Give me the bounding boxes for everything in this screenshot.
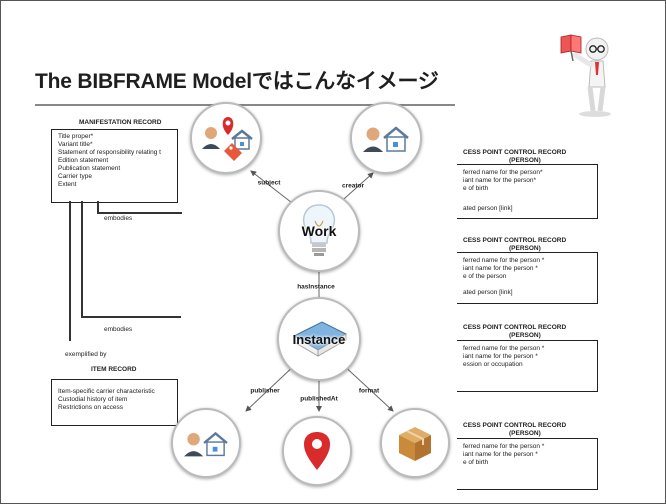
lightbulb-icon — [302, 204, 336, 256]
access-record-line: iant name for the person * — [463, 265, 538, 272]
access-record-sub: (PERSON) — [509, 430, 541, 437]
subject-icons — [202, 117, 253, 161]
connector-line — [97, 212, 182, 214]
publishedat-node — [282, 416, 352, 486]
edge-label-format: format — [358, 387, 380, 395]
access-record-line: e of birth — [463, 459, 489, 466]
access-record-box: ferred name for the person * iant name f… — [457, 438, 598, 490]
access-record-line: ated person [link] — [463, 289, 513, 296]
box-icon — [399, 427, 431, 461]
edge-label-creator: creator — [341, 182, 365, 190]
publisher-icons — [184, 431, 228, 457]
connector-line — [69, 201, 71, 341]
access-record-line: e of the person — [463, 273, 507, 280]
edge-label-subject: subject — [257, 179, 281, 187]
edge-label-publisher: publisher — [250, 387, 280, 395]
access-record-line: ferred name for the person * — [463, 257, 545, 264]
embodies-label: embodies — [104, 215, 133, 222]
person-icon — [363, 127, 383, 152]
house-icon — [383, 126, 409, 152]
access-record-sub: (PERSON) — [509, 245, 541, 252]
access-record-title: CESS POINT CONTROL RECORD — [463, 422, 567, 429]
access-record-box: ferred name for the person* iant name fo… — [457, 164, 598, 219]
creator-node — [350, 102, 422, 174]
mascot-icon — [560, 34, 611, 117]
access-record-box: ferred name for the person * iant name f… — [457, 340, 598, 392]
house-icon — [231, 129, 253, 150]
connector-line — [81, 201, 83, 316]
exemplified-label: exemplified by — [65, 351, 107, 358]
tag-icon — [224, 143, 242, 161]
manifestation-field: Variant title* — [58, 141, 93, 148]
instance-label: Instance — [292, 331, 346, 347]
house-icon — [203, 431, 228, 457]
manifestation-field: Statement of responsibility relating t — [58, 149, 161, 156]
manifestation-field: Publication statement — [58, 165, 121, 172]
slide-title: The BIBFRAME Modelではこんなイメージ — [35, 70, 439, 93]
access-record-line: ferred name for the person * — [463, 443, 545, 450]
format-node — [380, 408, 450, 478]
edge-label-hasinstance: hasInstance — [297, 283, 335, 291]
access-record-line: ated person [link] — [463, 205, 513, 212]
connector-line — [81, 316, 181, 318]
map-pin-icon — [304, 432, 330, 470]
subject-node — [190, 102, 262, 174]
manifestation-field: Edition statement — [58, 157, 109, 164]
access-record-line: iant name for the person * — [463, 353, 538, 360]
access-record-line: ferred name for the person * — [463, 345, 545, 352]
access-record-line: ession or occupation — [463, 361, 523, 368]
access-record-line: iant name for the person * — [463, 451, 538, 458]
person-icon — [184, 432, 204, 457]
item-field: Restrictions on access — [58, 404, 124, 411]
publisher-node — [171, 408, 241, 478]
access-record-sub: (PERSON) — [509, 332, 541, 339]
work-node[interactable]: Work — [278, 190, 360, 272]
item-field: Item-specific carrier characteristic — [58, 388, 155, 395]
item-record-box: Item-specific carrier characteristic Cus… — [51, 379, 178, 426]
access-record-line: ferred name for the person* — [463, 169, 543, 176]
book-icon — [292, 321, 348, 357]
manifestation-record-box: Title proper* Variant title* Statement o… — [51, 129, 178, 203]
work-label: Work — [301, 223, 337, 239]
manifestation-field: Title proper* — [58, 133, 94, 140]
item-field: Custodial history of item — [58, 396, 128, 403]
creator-icons — [363, 126, 409, 152]
person-icon — [202, 127, 220, 149]
manifestation-record-header: MANIFESTATION RECORD — [79, 119, 162, 126]
access-record-line: iant name for the person* — [463, 177, 536, 184]
map-pin-icon — [222, 117, 234, 135]
access-record-title: CESS POINT CONTROL RECORD — [463, 324, 567, 331]
title-rule — [35, 104, 455, 106]
access-record-line: e of birth — [463, 185, 489, 192]
access-record-title: CESS POINT CONTROL RECORD — [463, 149, 567, 156]
manifestation-field: Extent — [58, 181, 77, 188]
access-record-sub: (PERSON) — [509, 157, 541, 164]
connector-line — [97, 201, 99, 213]
access-record-title: CESS POINT CONTROL RECORD — [463, 237, 567, 244]
embodies-label: embodies — [104, 326, 133, 333]
edge-label-publishedat: publishedAt — [300, 395, 338, 403]
instance-node[interactable]: Instance — [277, 297, 361, 381]
access-record-box: ferred name for the person * iant name f… — [457, 252, 598, 304]
manifestation-field: Carrier type — [58, 173, 92, 180]
item-record-header: ITEM RECORD — [91, 366, 137, 373]
